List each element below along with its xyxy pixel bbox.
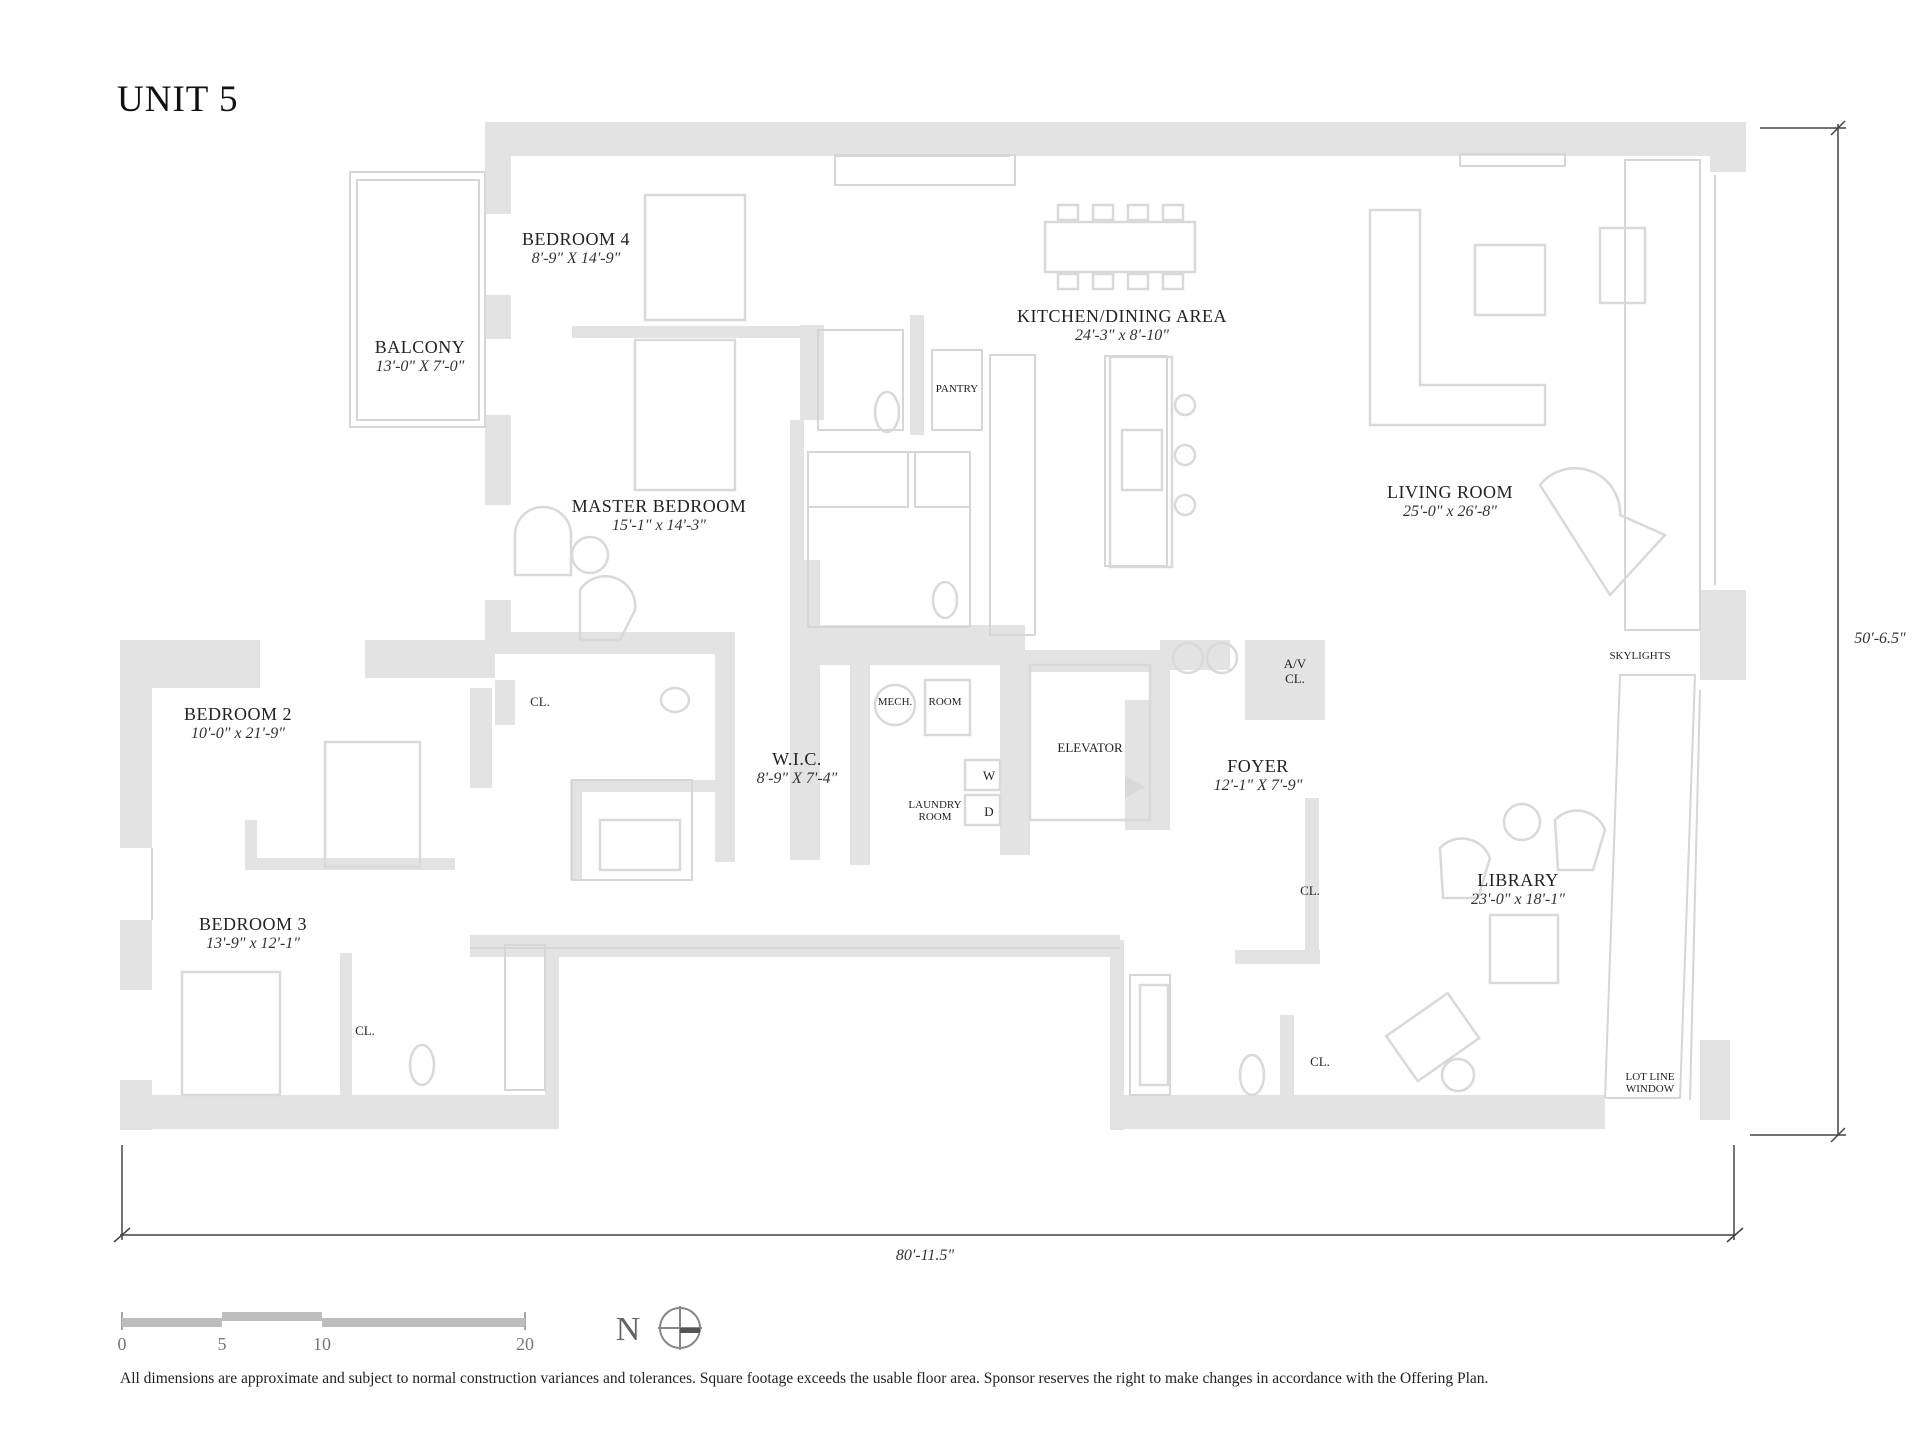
room-dims-wic: 8'-9" X 7'-4"	[757, 770, 838, 787]
label-skylights: SKYLIGHTS	[1609, 650, 1670, 662]
label-closet-bed2: CL.	[530, 694, 550, 709]
room-label-foyer: FOYER	[1227, 756, 1289, 776]
dining-table	[1043, 220, 1197, 274]
piano	[1538, 467, 1668, 598]
label-laundry: LAUNDRY	[908, 799, 961, 811]
room-labels: BEDROOM 4 8'-9" X 14'-9" BALCONY 13'-0" …	[184, 229, 1565, 952]
label-pantry: PANTRY	[936, 383, 978, 395]
room-label-master: MASTER BEDROOM	[572, 496, 747, 516]
room-dims-library: 23'-0" x 18'-1"	[1471, 891, 1565, 908]
room-dims-bedroom3: 13'-9" x 12'-1"	[206, 935, 300, 952]
room-dims-living: 25'-0" x 26'-8"	[1403, 503, 1497, 520]
room-dims-foyer: 12'-1" X 7'-9"	[1214, 777, 1303, 794]
label-mech-room: ROOM	[928, 696, 961, 708]
scale-tick-20: 20	[516, 1334, 534, 1354]
label-lotline: LOT LINE	[1626, 1071, 1675, 1083]
label-closet-library: CL.	[1310, 1054, 1330, 1069]
room-label-bedroom4: BEDROOM 4	[522, 229, 630, 249]
label-elevator: ELEVATOR	[1057, 740, 1123, 755]
room-label-bedroom2: BEDROOM 2	[184, 704, 292, 724]
room-dims-kitchen: 24'-3" x 8'-10"	[1075, 327, 1169, 344]
scale-tick-10: 10	[313, 1334, 331, 1354]
north-label: N	[616, 1311, 641, 1348]
room-label-living: LIVING ROOM	[1387, 482, 1513, 502]
dimension-lines: 80'-11.5" 50'-6.5"	[113, 120, 1906, 1264]
bed-bedroom3	[180, 970, 282, 1097]
sofa	[1368, 208, 1547, 427]
walls	[120, 122, 1746, 1130]
scale-tick-5: 5	[218, 1334, 227, 1354]
room-dims-master: 15'-1" x 14'-3"	[612, 517, 706, 534]
label-av: A/V	[1284, 656, 1307, 671]
north-arrow: N	[616, 1306, 702, 1350]
room-label-wic: W.I.C.	[772, 749, 822, 769]
kitchen-island	[1108, 355, 1174, 569]
thin-outlines	[151, 153, 1716, 1101]
label-washer: W	[983, 768, 996, 783]
label-lotline-window: WINDOW	[1626, 1083, 1675, 1095]
scale-bar: 0 5 10 20	[118, 1312, 534, 1354]
elevator-cab	[1028, 663, 1152, 822]
label-dryer: D	[984, 804, 993, 819]
room-dims-balcony: 13'-0" X 7'-0"	[376, 358, 465, 375]
label-mech: MECH.	[878, 696, 913, 708]
plan-title: UNIT 5	[117, 79, 239, 120]
room-label-kitchen: KITCHEN/DINING AREA	[1017, 306, 1227, 326]
label-av-cl: CL.	[1285, 671, 1305, 686]
room-dims-bedroom4: 8'-9" X 14'-9"	[532, 250, 621, 267]
room-label-balcony: BALCONY	[375, 337, 466, 357]
label-closet-bed3: CL.	[355, 1023, 375, 1038]
width-dimension-label: 80'-11.5"	[896, 1247, 955, 1264]
furniture	[180, 193, 1668, 1097]
scale-tick-0: 0	[118, 1334, 127, 1354]
bed-master	[633, 338, 737, 492]
small-labels: PANTRY MECH. ROOM LAUNDRY ROOM W D ELEVA…	[355, 383, 1675, 1095]
room-label-library: LIBRARY	[1477, 870, 1559, 890]
balcony-outline	[349, 171, 486, 428]
bed-bedroom4	[643, 193, 747, 322]
depth-dimension-label: 50'-6.5"	[1854, 630, 1906, 647]
elevator-arrow-icon	[1125, 776, 1145, 798]
disclaimer-text: All dimensions are approximate and subje…	[120, 1370, 1489, 1387]
room-label-bedroom3: BEDROOM 3	[199, 914, 307, 934]
room-dims-bedroom2: 10'-0" x 21'-9"	[191, 725, 285, 742]
label-closet-foyer: CL.	[1300, 883, 1320, 898]
bed-bedroom2	[323, 740, 422, 869]
label-laundry-room: ROOM	[918, 811, 951, 823]
